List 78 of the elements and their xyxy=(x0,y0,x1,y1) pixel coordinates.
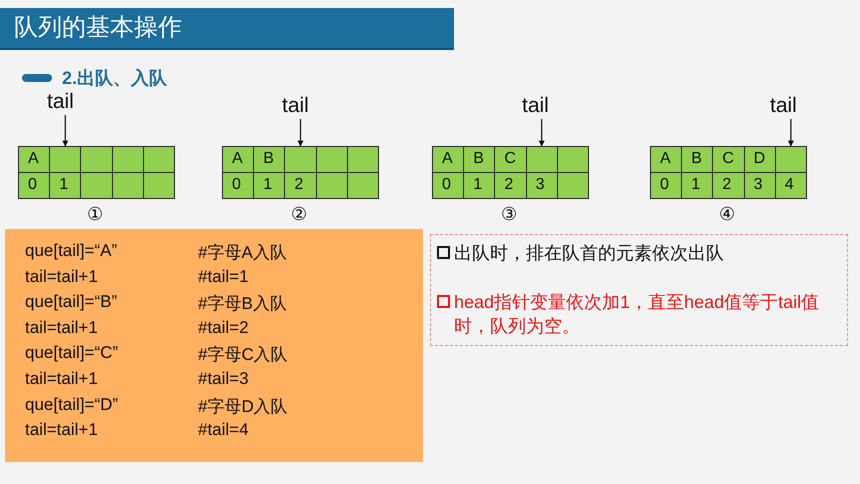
pointer-label: tail xyxy=(522,94,549,118)
code-line: que[tail]=“A” xyxy=(25,241,118,261)
code-comment: #字母B入队 xyxy=(198,293,287,316)
pointer-label: tail xyxy=(282,94,309,118)
pointer-label: tail xyxy=(47,90,74,114)
array-cell xyxy=(112,146,144,173)
circled-number: ② xyxy=(291,204,308,225)
note-box xyxy=(430,234,848,346)
array-cell xyxy=(556,146,589,173)
title-banner: 队列的基本操作 xyxy=(0,8,454,50)
code-comment: #字母A入队 xyxy=(198,242,287,264)
pointer-arrow xyxy=(538,119,545,147)
code-line: que[tail]=“C” xyxy=(25,343,118,364)
array-cell: C xyxy=(712,146,745,173)
array-cell: 4 xyxy=(774,172,807,199)
code-line: que[tail]=“B” xyxy=(25,292,118,312)
array-cell: A xyxy=(18,146,50,173)
code-line: que[tail]=“D” xyxy=(25,394,118,415)
array-cell: 1 xyxy=(49,172,82,199)
array-cell: B xyxy=(463,146,496,173)
array-cell xyxy=(142,172,175,199)
pointer-arrow xyxy=(62,115,68,147)
section-heading: 2.出队、入队 xyxy=(62,67,168,90)
array-table xyxy=(650,146,806,198)
array-cell: 2 xyxy=(284,172,317,199)
array-cell: D xyxy=(744,146,776,173)
array-cell: 3 xyxy=(744,172,776,199)
code-comment: #字母C入队 xyxy=(198,344,288,366)
array-cell: 2 xyxy=(494,172,527,199)
array-cell: B xyxy=(681,146,714,173)
array-cell xyxy=(284,146,317,173)
bullet-text: 出队时，排在队首的元素依次出队 xyxy=(454,242,725,265)
bullet-text: head指针变量依次加1，直至head值等于tail值时，队列为空。 xyxy=(454,291,820,338)
array-cell xyxy=(526,146,558,173)
array-cell: 1 xyxy=(681,172,714,199)
code-line: tail=tail+1 xyxy=(25,420,98,440)
code-comment: #tail=1 xyxy=(198,266,249,287)
array-table xyxy=(432,146,588,198)
array-cell: 0 xyxy=(222,172,254,199)
code-comment: #tail=3 xyxy=(198,369,249,389)
circled-number: ① xyxy=(87,204,104,225)
array-table xyxy=(18,146,174,198)
array-cell: A xyxy=(222,146,254,173)
array-table xyxy=(222,146,378,198)
circled-number: ④ xyxy=(719,204,736,225)
array-cell: A xyxy=(650,146,682,173)
code-line: tail=tail+1 xyxy=(25,266,98,287)
array-cell: 1 xyxy=(463,172,496,199)
array-cell xyxy=(774,146,807,173)
array-cell: 1 xyxy=(253,172,286,199)
array-cell xyxy=(556,172,589,199)
array-cell: A xyxy=(432,146,464,173)
array-cell: 0 xyxy=(432,172,464,199)
array-cell xyxy=(346,172,379,199)
code-comment: #字母D入队 xyxy=(198,396,288,418)
code-comment: #tail=2 xyxy=(198,318,249,338)
array-cell xyxy=(346,146,379,173)
array-cell: 2 xyxy=(712,172,745,199)
array-cell xyxy=(80,172,113,199)
array-cell: 3 xyxy=(526,172,558,199)
array-cell: B xyxy=(253,146,286,173)
pointer-label: tail xyxy=(770,94,797,118)
array-cell xyxy=(316,172,348,199)
code-line: tail=tail+1 xyxy=(25,369,98,389)
array-cell xyxy=(80,146,113,173)
circled-number: ③ xyxy=(501,204,518,225)
array-cell xyxy=(142,146,175,173)
array-cell xyxy=(112,172,144,199)
code-comment: #tail=4 xyxy=(198,420,249,440)
pointer-arrow xyxy=(297,119,304,147)
pointer-arrow xyxy=(788,119,794,147)
array-cell: 0 xyxy=(650,172,682,199)
array-cell xyxy=(316,146,348,173)
array-cell xyxy=(49,146,82,173)
code-line: tail=tail+1 xyxy=(25,318,98,338)
array-cell: C xyxy=(494,146,527,173)
code-panel xyxy=(5,229,423,462)
array-cell: 0 xyxy=(18,172,50,199)
